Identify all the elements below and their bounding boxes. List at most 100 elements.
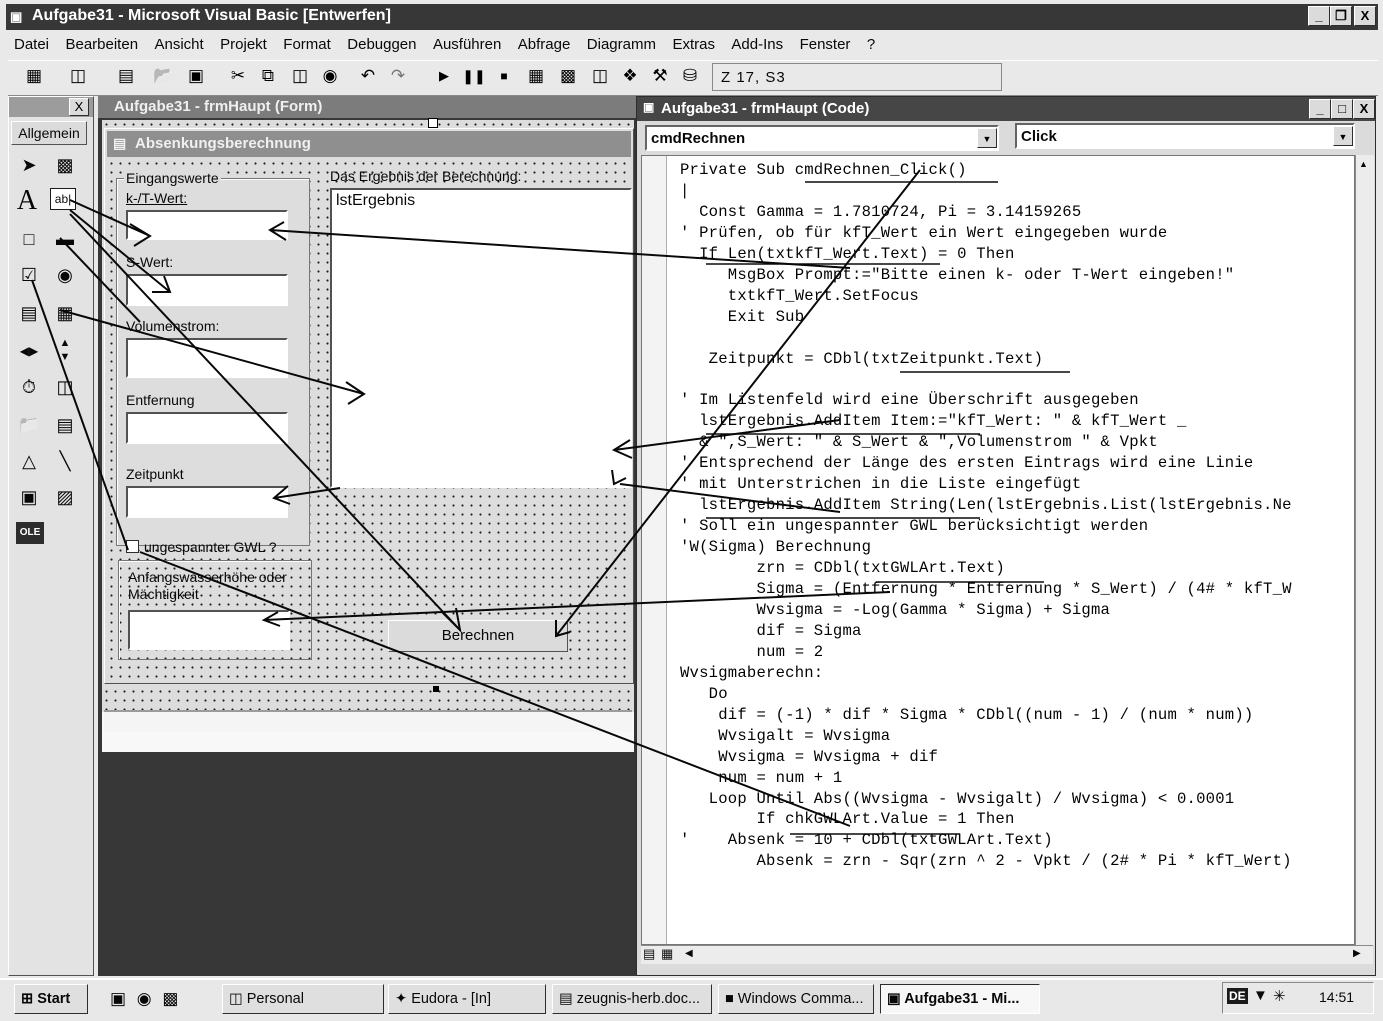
task-eudora[interactable]: ✦ Eudora - [In]: [388, 984, 546, 1014]
language-indicator[interactable]: DE: [1227, 988, 1248, 1004]
menu-editor-icon[interactable]: ▤: [117, 66, 135, 85]
code-line[interactable]: dif = Sigma: [680, 621, 862, 640]
code-line[interactable]: 'W(Sigma) Berechnung: [680, 538, 872, 557]
code-line[interactable]: Const Gamma = 1.7810724, Pi = 3.14159265: [680, 202, 1082, 221]
kf-t-wert-textbox[interactable]: [126, 210, 288, 240]
code-line[interactable]: Wvsigma = Wvsigma + dif: [680, 747, 939, 766]
line-icon[interactable]: ╲: [59, 451, 71, 471]
procedure-combo-dropdown[interactable]: ▼: [1333, 126, 1353, 146]
code-line[interactable]: Exit Sub: [680, 307, 805, 326]
menu-add-ins[interactable]: Add-Ins: [731, 36, 784, 53]
toolbox-tab-allgemein[interactable]: Allgemein: [11, 121, 87, 145]
pause-icon[interactable]: ❚❚: [462, 68, 486, 84]
cut-icon[interactable]: ✂: [230, 66, 246, 85]
start-icon[interactable]: ▶: [439, 68, 449, 83]
undo-icon[interactable]: ↶: [360, 66, 376, 85]
vscrollbar-icon[interactable]: ▲▼: [59, 337, 71, 363]
task-vb-active[interactable]: ▣ Aufgabe31 - Mi...: [880, 984, 1040, 1014]
add-form-icon[interactable]: ◫: [69, 66, 87, 85]
vb-app-icon[interactable]: ▣: [10, 9, 23, 24]
menu-debuggen[interactable]: Debuggen: [347, 36, 417, 53]
combobox-icon[interactable]: ▤: [20, 303, 38, 323]
volumenstrom-textbox[interactable]: [126, 338, 288, 378]
menu-bearbeiten[interactable]: Bearbeiten: [65, 36, 139, 53]
explorer-icon[interactable]: ▩: [162, 989, 179, 1008]
code-line[interactable]: Zeitpunkt = CDbl(txtZeitpunkt.Text): [680, 349, 1044, 368]
code-maximize-button[interactable]: □: [1331, 99, 1353, 119]
aquifer-frame[interactable]: [118, 560, 312, 660]
image-icon[interactable]: ▣: [20, 487, 38, 507]
open-icon[interactable]: 📂: [153, 66, 175, 85]
find-icon[interactable]: ◉: [322, 66, 338, 85]
listbox-icon[interactable]: ▦: [56, 303, 74, 323]
code-line[interactable]: Wvsigma = -Log(Gamma * Sigma) + Sigma: [680, 600, 1111, 619]
code-line[interactable]: dif = (-1) * dif * Sigma * CDbl((num - 1…: [680, 705, 1254, 724]
minimize-button[interactable]: _: [1308, 6, 1330, 26]
code-close-button[interactable]: X: [1353, 99, 1375, 119]
task-command-prompt[interactable]: ■ Windows Comma...: [718, 984, 874, 1014]
filelist-icon[interactable]: ▤: [56, 415, 74, 435]
start-button[interactable]: ⊞ Start: [14, 984, 88, 1014]
copy-icon[interactable]: ⧉: [261, 66, 275, 85]
code-editor[interactable]: [641, 155, 1355, 945]
scroll-up-icon[interactable]: ▲: [1359, 159, 1368, 169]
scroll-left-icon[interactable]: ◀: [685, 948, 693, 959]
shape-icon[interactable]: △: [22, 451, 36, 471]
code-line[interactable]: & ",S_Wert: " & S_Wert & ",Volumenstrom …: [680, 433, 1158, 452]
frame-icon[interactable]: □: [23, 229, 35, 249]
task-word-document[interactable]: ▤ zeugnis-herb.doc...: [552, 984, 712, 1014]
code-line[interactable]: lstErgebnis.AddItem Item:="kfT_Wert: " &…: [680, 412, 1187, 431]
code-line[interactable]: ' Prüfen, ob für kfT_Wert ein Wert einge…: [680, 223, 1168, 242]
object-browser-icon[interactable]: ❖: [622, 66, 638, 85]
menu-ausfuehren[interactable]: Ausführen: [432, 36, 502, 53]
menu-abfrage[interactable]: Abfrage: [517, 36, 571, 53]
task-personal[interactable]: ◫ Personal: [222, 984, 384, 1014]
commandbutton-icon[interactable]: ▬: [56, 229, 74, 249]
code-line[interactable]: Wvsigmaberechn:: [680, 663, 824, 682]
resize-handle-top[interactable]: [428, 118, 438, 128]
object-combo-dropdown[interactable]: ▼: [977, 128, 997, 148]
code-line[interactable]: |: [680, 181, 690, 200]
pointer-icon[interactable]: ➤: [21, 155, 37, 175]
timer-icon[interactable]: ⏱: [21, 377, 37, 397]
code-line[interactable]: num = 2: [680, 642, 824, 661]
code-hscrollbar[interactable]: ▤ ▦ ◀ ▶: [641, 945, 1373, 964]
stop-icon[interactable]: ■: [500, 69, 508, 83]
resize-handle-bottom[interactable]: [433, 686, 439, 692]
save-icon[interactable]: ▣: [187, 66, 205, 85]
scroll-right-icon[interactable]: ▶: [1353, 948, 1361, 959]
menu-extras[interactable]: Extras: [672, 36, 715, 53]
properties-icon[interactable]: ▩: [559, 66, 577, 85]
code-line[interactable]: Private Sub cmdRechnen_Click(): [680, 161, 967, 179]
code-line[interactable]: ' mit Unterstrichen in die Liste eingefü…: [680, 475, 1082, 494]
code-line[interactable]: num = num + 1: [680, 768, 843, 787]
project-explorer-icon[interactable]: ▦: [527, 66, 545, 85]
menu-ansicht[interactable]: Ansicht: [154, 36, 204, 53]
browser-icon[interactable]: ◉: [136, 989, 152, 1008]
object-combo[interactable]: cmdRechnen ▼: [645, 125, 999, 151]
code-line[interactable]: ' Entsprechend der Länge des ersten Eint…: [680, 454, 1254, 473]
toolbox-icon[interactable]: ⚒: [652, 66, 668, 85]
data-view-icon[interactable]: ⛁: [682, 66, 698, 85]
code-line[interactable]: If Len(txtkfT_Wert.Text) = 0 Then: [680, 244, 1015, 263]
dirlist-icon[interactable]: 📁: [17, 415, 41, 435]
show-desktop-icon[interactable]: ▣: [110, 989, 127, 1008]
full-module-view-icon[interactable]: ▦: [661, 946, 674, 961]
redo-icon[interactable]: ↷: [390, 66, 406, 85]
code-line[interactable]: zrn = CDbl(txtGWLArt.Text): [680, 559, 1005, 578]
code-minimize-button[interactable]: _: [1309, 99, 1331, 119]
toolbox-close-button[interactable]: X: [69, 98, 89, 116]
code-line[interactable]: txtkfT_Wert.SetFocus: [680, 286, 919, 305]
textbox-icon[interactable]: ab|: [50, 188, 76, 210]
data-icon[interactable]: ▨: [56, 487, 74, 507]
menu-datei[interactable]: Datei: [14, 36, 50, 53]
code-vscrollbar[interactable]: ▲: [1355, 155, 1374, 945]
form-layout-icon[interactable]: ◫: [591, 66, 609, 85]
code-line[interactable]: Do: [680, 684, 728, 703]
menu-help[interactable]: ?: [866, 36, 876, 53]
procedure-combo[interactable]: Click ▼: [1015, 123, 1355, 149]
menu-projekt[interactable]: Projekt: [220, 36, 267, 53]
ole-icon[interactable]: OLE: [16, 522, 44, 544]
code-line[interactable]: ' Soll ein ungespannter GWL berücksichti…: [680, 517, 1149, 536]
hscrollbar-icon[interactable]: ◀▶: [19, 344, 39, 358]
